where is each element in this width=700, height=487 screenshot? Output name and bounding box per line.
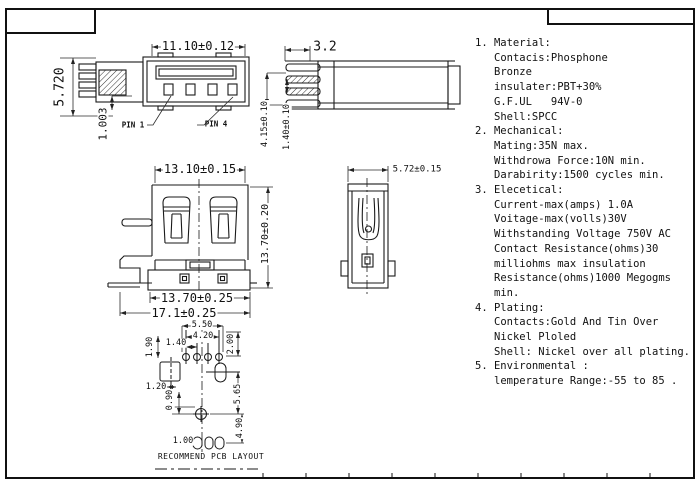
spec-line: Contacis:Phosphone [494,51,608,64]
spec-line: 5. Environmental : [475,360,589,373]
dim-side-depth: 3.2 [312,39,338,55]
dim-front-pin-offset: 1.003 [96,106,110,142]
spec-notes: 1. Material: Contacis:Phosphone Bronze i… [475,36,693,389]
spec-line: milliohms max insulation [494,257,646,270]
spec-line: 1. Material: [475,37,551,49]
view-side-dimensions [265,46,311,106]
spec-line: Darabirity:1500 cycles min. [494,169,665,182]
spec-line: Withstanding Voltage 750V AC [494,228,672,241]
view-side-body [285,60,461,110]
spec-line: Contacts:Gold And Tin Over [494,316,659,329]
dim-side-height: 4.15±0.10 [259,99,270,149]
dim-pcb-pad-span: 4.20 [191,330,215,341]
spec-line: lemperature Range:-55 to 85 . [494,375,678,388]
spec-line: Bronze [494,66,532,79]
spec-line: Nickel Ploled [494,331,577,344]
dim-pcb-slot-gap: 0.90 [164,388,175,412]
spec-line: G.F.UL 94V-0 [494,95,583,108]
pcb-layout-caption: RECOMMEND PCB LAYOUT [157,452,265,461]
spec-line: Contact Resistance(ohms)30 [494,242,659,255]
spec-line: Current-max(amps) 1.0A [494,198,634,211]
dim-pcb-pad-pitch: 1.40 [164,337,188,348]
spec-line: insulater:PBT+30% [494,81,602,94]
spec-line: 3. Elecetical: [475,184,564,197]
view-shell-side-body [340,183,396,289]
dim-pcb-tail-drop: 4.90 [234,416,245,440]
dim-side-pitch: 1.40±0.10 [281,102,292,152]
dim-pcb-slot-width: 1.20 [144,381,168,392]
dim-front-width: 11.10±0.12 [160,39,236,53]
dim-pcb-tail-width: 1.00 [171,435,195,446]
dim-shell-height: 13.70±0.20 [260,202,271,266]
spec-line: Resistance(ohms)1000 Megogms [494,272,672,285]
view-front-body [78,52,250,111]
sheet-border [5,8,695,479]
spec-line: Mating:35N max. [494,139,589,152]
sheet-border-ticks [262,473,651,477]
pin4-label: PIN 4 [204,119,228,129]
spec-line: Shell: Nickel over all plating. [494,345,690,358]
dim-pcb-pad-offset: 1.90 [144,335,155,359]
spec-line: Voitage-max(volls)30V [494,213,627,226]
dim-shell-width-bottom: 13.70±0.25 [159,291,235,305]
view-shell-front-body [107,184,257,291]
dim-shell-width-total: 17.1±0.25 [150,306,218,320]
dim-pcb-hole-span: 5.50 [190,319,214,330]
spec-line: Shell:SPCC [494,110,558,123]
dim-shell-width-top: 13.10±0.15 [162,162,238,176]
view-shell-side-dimensions [347,166,389,182]
spec-line: Withdrowa Force:10N min. [494,154,646,167]
dim-pcb-hole-drop: 5.65 [232,382,243,406]
dim-shell-side-width: 5.72±0.15 [391,164,443,175]
spec-line: 4. Plating: [475,301,545,314]
dim-front-height: 5.720 [52,66,68,108]
pin1-label: PIN 1 [121,120,145,130]
spec-line: 2. Mechanical: [475,125,564,138]
spec-line: min. [494,286,520,299]
dim-pcb-hole-offset: 2.00 [225,332,236,356]
